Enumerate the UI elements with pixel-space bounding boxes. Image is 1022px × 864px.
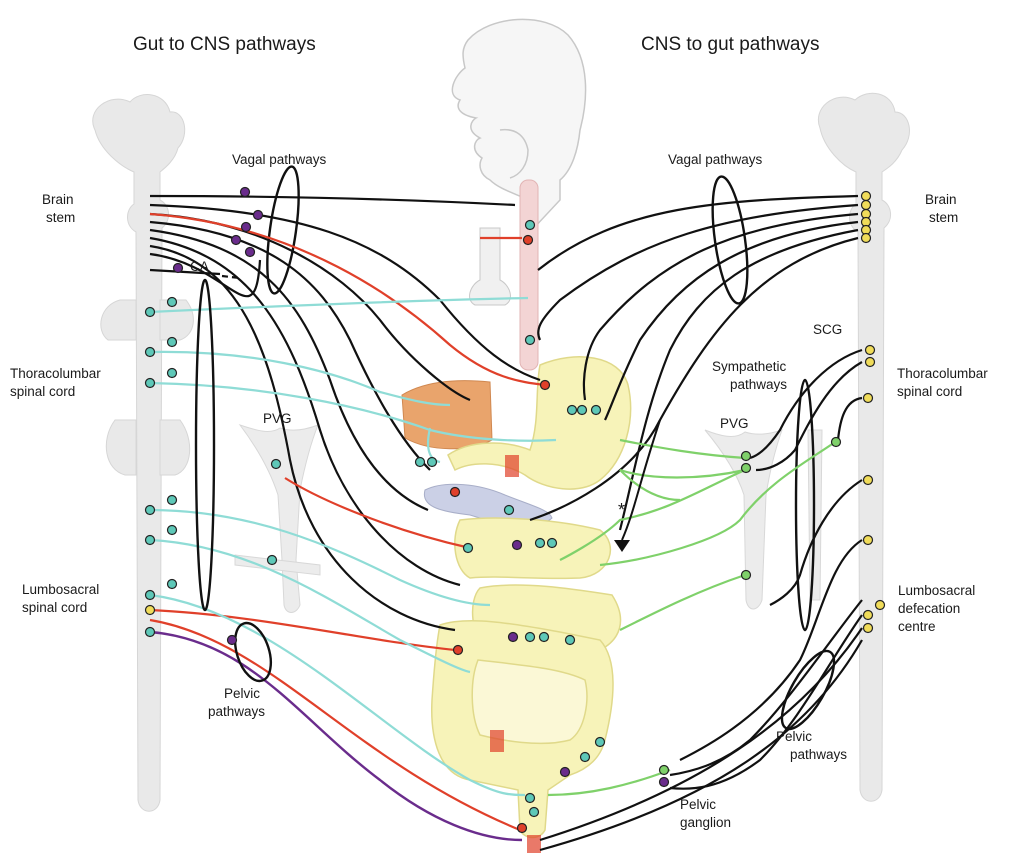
- gut-enteric-neurons: [414, 219, 606, 818]
- right-vagal-loop: [711, 175, 749, 305]
- asterisk-arrow: [621, 419, 661, 541]
- right-spinal-cord: [817, 92, 910, 802]
- label-left-spinal-cord: spinal cord: [10, 384, 76, 399]
- label-right-thoracolumbar: Thoracolumbar: [897, 366, 988, 381]
- left-spinal-cord: [92, 94, 194, 812]
- label-pelvic-ganglion-1: Pelvic: [680, 797, 717, 812]
- label-right-brain: Brain: [925, 192, 957, 207]
- title-gut-to-cns: Gut to CNS pathways: [133, 34, 316, 55]
- gut-red-neurons: [426, 234, 551, 834]
- label-sympathetic-pathways: pathways: [730, 377, 788, 392]
- asterisk-arrowhead: [614, 540, 630, 552]
- label-right-spinal-cord: spinal cord: [897, 384, 963, 399]
- sphincter-anal: [527, 835, 541, 853]
- left-red-afferents: [149, 212, 546, 832]
- label-sympathetic: Sympathetic: [712, 359, 787, 374]
- label-left-lumbosacral-cord: spinal cord: [22, 600, 88, 615]
- label-left-brain: Brain: [42, 192, 74, 207]
- label-right-defecation: defecation: [898, 601, 961, 616]
- label-left-stem: stem: [46, 210, 76, 225]
- trachea: [469, 227, 511, 306]
- label-ca: CA: [190, 259, 209, 274]
- label-right-lumbosacral: Lumbosacral: [898, 583, 976, 598]
- title-cns-to-gut: CNS to gut pathways: [641, 34, 820, 55]
- label-left-pelvic: Pelvic: [224, 686, 261, 701]
- label-pelvic-ganglion-2: ganglion: [680, 815, 732, 830]
- label-left-pvg: PVG: [263, 411, 292, 426]
- label-left-pelvic-pathways: pathways: [208, 704, 266, 719]
- left-lumbosacral-neurons: [144, 604, 156, 638]
- sphincter-pylorus: [505, 455, 519, 477]
- label-right-centre: centre: [898, 619, 936, 634]
- left-pelvic-loop: [233, 621, 273, 683]
- right-spinal-efferents: [539, 348, 863, 852]
- sphincter-ileocecal: [490, 730, 504, 752]
- left-spinal-loop: [194, 278, 216, 612]
- left-spinal-afferents: [149, 296, 557, 797]
- label-asterisk: *: [618, 500, 626, 520]
- left-pvg-shape: [234, 424, 321, 613]
- label-right-pelvic: Pelvic: [776, 729, 813, 744]
- left-vagal-neurons: [172, 186, 264, 646]
- gut-purple-neurons: [507, 539, 571, 778]
- label-right-vagal: Vagal pathways: [668, 152, 763, 167]
- right-pelvic-loop: [780, 649, 836, 731]
- left-vagal-loop: [266, 165, 300, 295]
- label-scg: SCG: [813, 322, 843, 337]
- head-outline: [451, 18, 587, 232]
- label-right-stem: stem: [929, 210, 959, 225]
- right-brainstem-neurons: [860, 190, 886, 634]
- label-left-vagal: Vagal pathways: [232, 152, 327, 167]
- right-vagal-efferents: [529, 194, 859, 531]
- left-purple-afferent: [149, 630, 523, 842]
- label-left-thoracolumbar: Thoracolumbar: [10, 366, 101, 381]
- label-right-pvg: PVG: [720, 416, 749, 431]
- label-left-lumbosacral: Lumbosacral: [22, 582, 100, 597]
- label-right-pelvic-pathways: pathways: [790, 747, 848, 762]
- right-sympathetic-loop: [794, 378, 816, 632]
- left-drg-neurons: [144, 296, 282, 601]
- right-ganglion-neurons: [658, 436, 842, 788]
- right-green-efferents: [547, 438, 839, 797]
